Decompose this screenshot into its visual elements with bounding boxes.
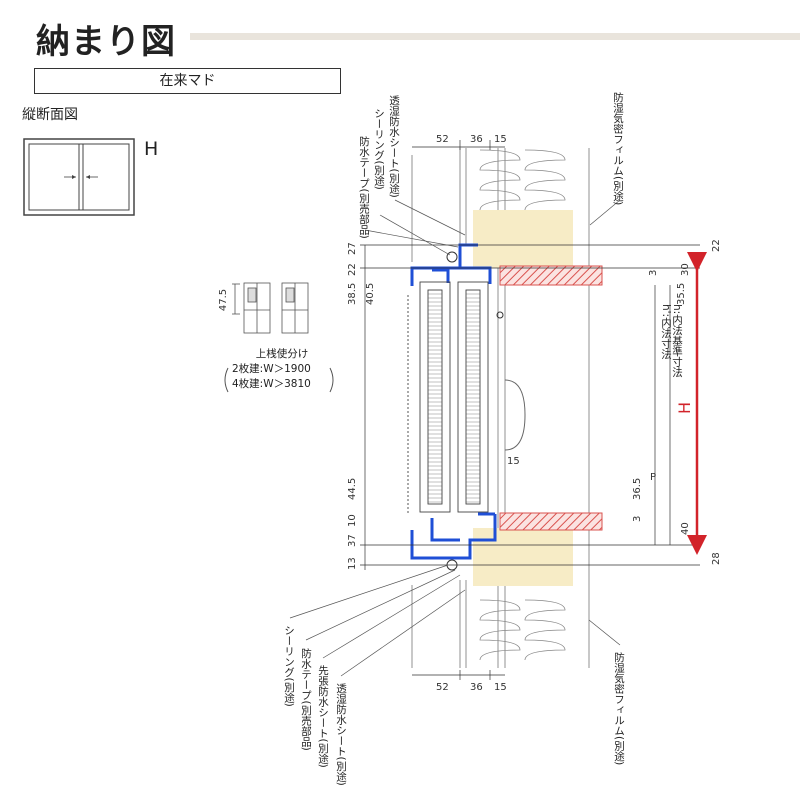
dim-v40-5: 40.5 bbox=[365, 283, 376, 305]
dim-bottom-15: 15 bbox=[494, 682, 507, 693]
height-symbol: H bbox=[144, 138, 159, 160]
page-title: 納まり図 bbox=[36, 22, 176, 62]
window-type-box: 在来マド bbox=[34, 68, 341, 94]
dim-v13: 13 bbox=[347, 557, 358, 570]
dim-r3a: 3 bbox=[648, 270, 659, 276]
mullion-detail bbox=[232, 282, 309, 334]
mullion-caption-line2: 4枚建:W＞3810 bbox=[232, 378, 311, 390]
window-elevation-icon bbox=[23, 138, 135, 216]
insulation-bottom bbox=[473, 528, 573, 661]
dim-bottom-52: 52 bbox=[436, 682, 449, 693]
dim-r3b: 3 bbox=[632, 516, 643, 522]
dim-v27: 27 bbox=[347, 242, 358, 255]
dim-mid-15: 15 bbox=[507, 456, 520, 467]
insulation-top bbox=[473, 149, 573, 268]
sealing-label-top: シーリング(別途) bbox=[373, 108, 385, 190]
dim-v37: 37 bbox=[347, 534, 358, 547]
leader-lines bbox=[289, 199, 621, 677]
mullion-caption-line1: 2枚建:W＞1900 bbox=[232, 363, 311, 375]
dim-top-36: 36 bbox=[470, 134, 483, 145]
dim-lines bbox=[360, 140, 700, 680]
height-dim-label: H bbox=[675, 402, 694, 414]
dim-top-52: 52 bbox=[436, 134, 449, 145]
dim-r36-5: 36.5 bbox=[632, 478, 643, 500]
breathable-sheet-label-bottom: 透湿防水シート(別途) bbox=[335, 683, 347, 786]
dim-r35-5: 35.5 bbox=[676, 283, 687, 305]
inner-dimension-label: h:内法基準寸法 bbox=[671, 304, 683, 378]
sash-right bbox=[457, 281, 489, 513]
title-rule bbox=[190, 33, 800, 40]
frame-bottom bbox=[410, 512, 497, 560]
section-label: 縦断面図 bbox=[22, 107, 78, 123]
moisture-film-label-top: 防湿気密フィルム(別途) bbox=[612, 92, 624, 206]
dim-r28: 28 bbox=[711, 552, 722, 565]
dim-v22: 22 bbox=[347, 263, 358, 276]
dim-top-15: 15 bbox=[494, 134, 507, 145]
lintel-hatch bbox=[499, 265, 603, 286]
sealing-top bbox=[446, 251, 458, 263]
pre-sheet-label-bottom: 先張防水シート(別途) bbox=[317, 665, 329, 768]
sill-hatch bbox=[499, 512, 603, 531]
inner-dimension-label-2: h':内法寸法 bbox=[660, 304, 672, 360]
handle-arc bbox=[504, 379, 526, 451]
dim-r30: 30 bbox=[680, 263, 691, 276]
dim-r40: 40 bbox=[680, 522, 691, 535]
sash-left bbox=[419, 281, 451, 513]
dim-v10: 10 bbox=[347, 514, 358, 527]
p-label: P bbox=[650, 472, 656, 483]
sealing-label-bottom: シーリング(別途) bbox=[283, 625, 295, 707]
mullion-caption-title: 上桟使分け bbox=[255, 348, 309, 360]
waterproof-tape-label-top: 防水テープ(別売部品) bbox=[358, 136, 370, 239]
dim-bottom-36: 36 bbox=[470, 682, 483, 693]
dim-r22: 22 bbox=[711, 239, 722, 252]
moisture-film-label-bottom: 防湿気密フィルム(別途) bbox=[613, 652, 625, 766]
screw-marker bbox=[496, 311, 504, 319]
breathable-sheet-label-top: 透湿防水シート(別途) bbox=[388, 95, 400, 198]
mullion-caption: 上桟使分け 2枚建:W＞1900 4枚建:W＞3810 bbox=[232, 347, 332, 392]
dim-v44-5: 44.5 bbox=[347, 478, 358, 500]
mullion-dim-47-5: 47.5 bbox=[218, 289, 229, 311]
dim-v38-5: 38.5 bbox=[347, 283, 358, 305]
waterproof-tape-label-bottom: 防水テープ(別売部品) bbox=[300, 648, 312, 751]
